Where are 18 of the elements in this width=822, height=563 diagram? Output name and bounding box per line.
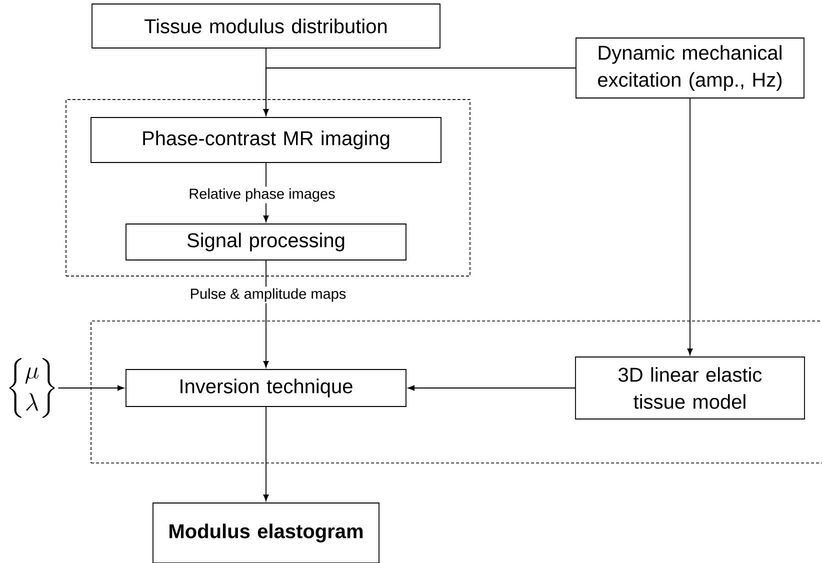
arrow <box>58 385 124 391</box>
arrow <box>408 385 576 391</box>
process-box: Dynamic mechanical excitation (amp., Hz) <box>576 38 804 98</box>
arrow <box>263 68 576 116</box>
group-box <box>90 320 822 464</box>
edge-label: Relative phase images <box>187 186 337 204</box>
arrow <box>263 260 269 368</box>
edge-label: Pulse & amplitude maps <box>188 286 348 304</box>
process-box: Modulus elastogram <box>152 502 380 563</box>
process-box: Tissue modulus distribution <box>92 4 440 48</box>
arrow <box>687 98 693 356</box>
formula: $\left\{\begin{matrix}\mu\\\lambda\end{matrix}\right\}$ <box>9 358 55 418</box>
group-box <box>66 99 470 276</box>
process-box: 3D linear elastic tissue model <box>575 356 805 420</box>
process-box: Inversion technique <box>126 369 406 407</box>
process-box: Signal processing <box>126 224 406 260</box>
arrow <box>263 406 269 502</box>
process-box: Phase-contrast MR imaging <box>90 117 442 163</box>
